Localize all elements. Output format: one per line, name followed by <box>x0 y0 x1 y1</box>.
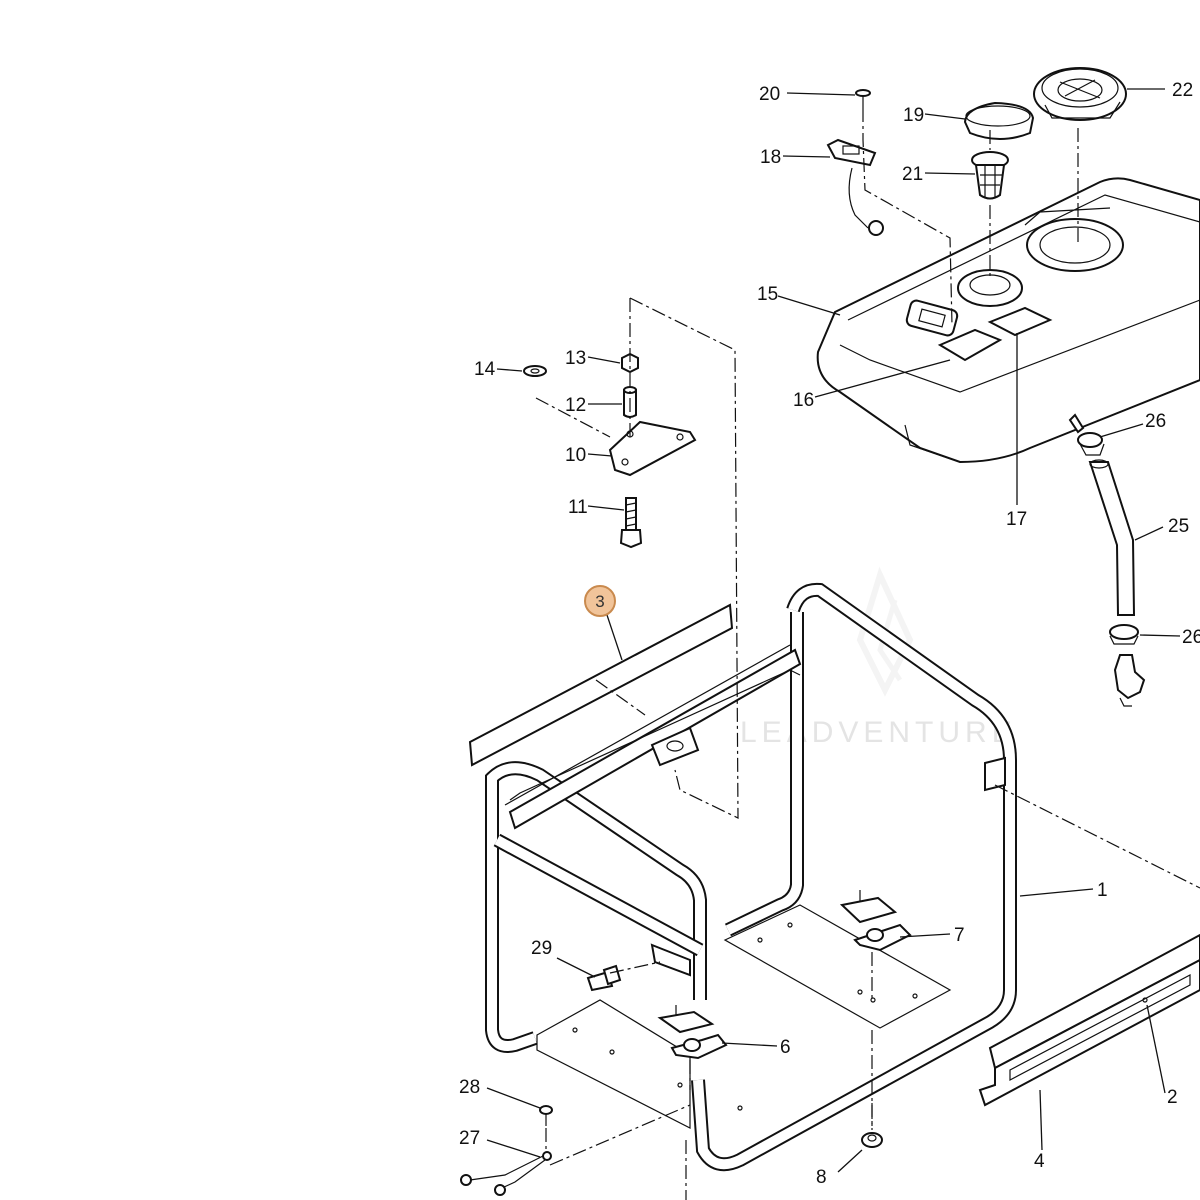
part-1-frame <box>485 582 1017 1172</box>
callout-19[interactable]: 19 <box>903 105 924 126</box>
callout-29[interactable]: 29 <box>531 938 552 959</box>
part-26-clamp-lower <box>1109 624 1139 645</box>
callout-2[interactable]: 2 <box>1167 1087 1178 1108</box>
callout-13[interactable]: 13 <box>565 348 586 369</box>
part-25-fuel-hose <box>1088 459 1136 616</box>
callout-27[interactable]: 27 <box>459 1128 480 1149</box>
callout-4[interactable]: 4 <box>1034 1151 1045 1172</box>
part-20-screw <box>855 89 871 108</box>
part-19-fuel-cap <box>963 101 1035 140</box>
callout-labels: 20 18 19 21 22 15 16 17 26 25 26 14 13 1… <box>459 80 1200 1188</box>
watermark: LEADVENTURE <box>740 566 1017 749</box>
part-21-strainer <box>971 151 1009 200</box>
part-10-bracket <box>608 420 697 477</box>
part-29-bolt <box>586 964 622 992</box>
part-27-ground-wire <box>460 1151 552 1196</box>
callout-16[interactable]: 16 <box>793 390 814 411</box>
watermark-text: LEADVENTURE <box>740 716 1017 749</box>
callout-28[interactable]: 28 <box>459 1077 480 1098</box>
leader-lines <box>486 88 1181 1173</box>
part-3-strip <box>468 603 734 767</box>
callout-26-upper[interactable]: 26 <box>1145 411 1166 432</box>
callout-3[interactable]: 3 <box>595 592 604 611</box>
callout-20[interactable]: 20 <box>759 84 780 105</box>
callout-8[interactable]: 8 <box>816 1167 827 1188</box>
part-8-grommet <box>861 1132 883 1148</box>
fuel-petcock <box>1113 654 1146 707</box>
part-6-mount <box>657 1005 728 1060</box>
highlight-badge[interactable] <box>584 585 616 617</box>
callout-18[interactable]: 18 <box>760 147 781 168</box>
part-18-fuel-gauge <box>826 138 884 236</box>
callout-15[interactable]: 15 <box>757 284 778 305</box>
part-28-screw <box>539 1105 553 1126</box>
callout-1[interactable]: 1 <box>1097 880 1108 901</box>
part-22-gauge-cap <box>1033 67 1127 121</box>
part-7-mount <box>839 890 912 952</box>
part-11-bolt <box>619 497 643 549</box>
callout-7[interactable]: 7 <box>954 925 965 946</box>
callout-25[interactable]: 25 <box>1168 516 1189 537</box>
callout-10[interactable]: 10 <box>565 445 586 466</box>
callout-17[interactable]: 17 <box>1006 509 1027 530</box>
callout-14[interactable]: 14 <box>474 359 496 380</box>
callout-11[interactable]: 11 <box>568 497 588 518</box>
callout-26-lower[interactable]: 26 <box>1182 627 1200 648</box>
callout-12[interactable]: 12 <box>565 395 586 416</box>
assembly-lines <box>535 108 1200 1200</box>
callout-6[interactable]: 6 <box>780 1037 791 1058</box>
fuel-tank <box>816 177 1200 464</box>
part-14-washer <box>523 365 547 377</box>
callout-3-highlight[interactable]: 3 <box>584 585 616 617</box>
part-2-side-rail <box>978 933 1200 1107</box>
callout-21[interactable]: 21 <box>902 164 923 185</box>
callout-22[interactable]: 22 <box>1172 80 1193 101</box>
part-26-clamp-upper <box>1077 432 1105 456</box>
